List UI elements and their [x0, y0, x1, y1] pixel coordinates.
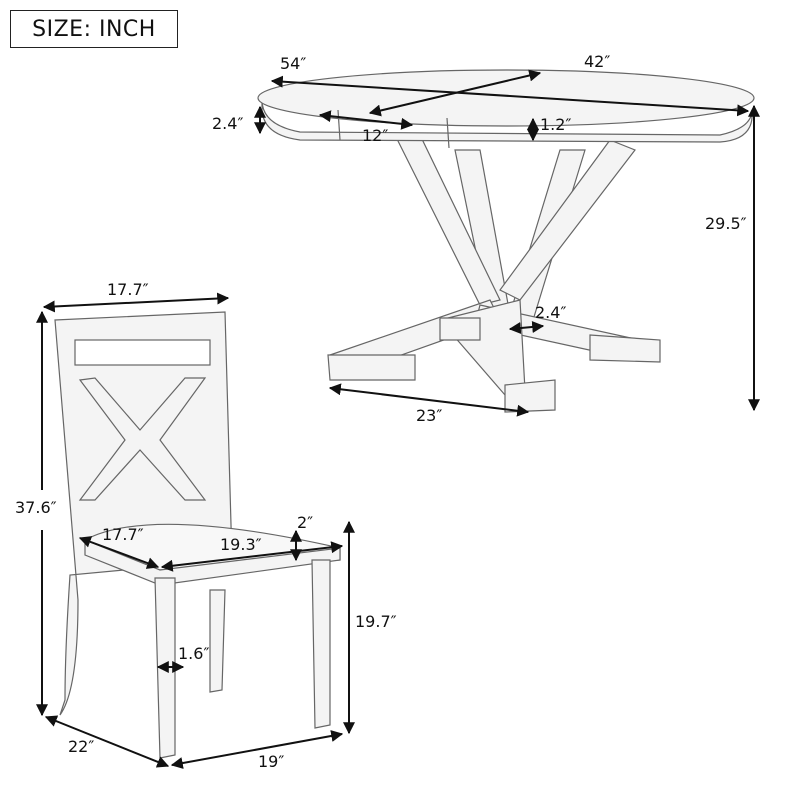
table-apron-height-label: 2.4″: [212, 114, 244, 133]
chair-height-label: 37.6″: [15, 498, 57, 517]
table-top-thickness-label: 1.2″: [540, 115, 572, 134]
table-length-label: 54″: [280, 54, 307, 73]
chair-drawing: [54, 311, 341, 759]
chair-back-width-label: 17.7″: [107, 280, 149, 299]
table-height-label: 29.5″: [705, 214, 747, 233]
chair-seat-thickness-label: 2″: [297, 513, 314, 532]
chair-seat-height-label: 19.7″: [355, 612, 397, 631]
table-width-label: 42″: [584, 52, 611, 71]
chair-seat-width-label: 19.3″: [220, 535, 262, 554]
chair-width-label: 19″: [258, 752, 285, 771]
table-leaf-width-label: 12″: [362, 126, 389, 145]
table-drawing: [257, 69, 755, 413]
chair-dimension-lines: [36, 292, 355, 769]
table-dimension-lines: [254, 69, 760, 417]
unit-label: SIZE: INCH: [10, 10, 178, 48]
chair-leg-width-label: 1.6″: [178, 644, 210, 663]
table-leg-width-label: 2.4″: [535, 303, 567, 322]
table-base-width-label: 23″: [416, 406, 443, 425]
chair-depth-label: 22″: [68, 737, 95, 756]
chair-seat-depth-label: 17.7″: [102, 525, 144, 544]
